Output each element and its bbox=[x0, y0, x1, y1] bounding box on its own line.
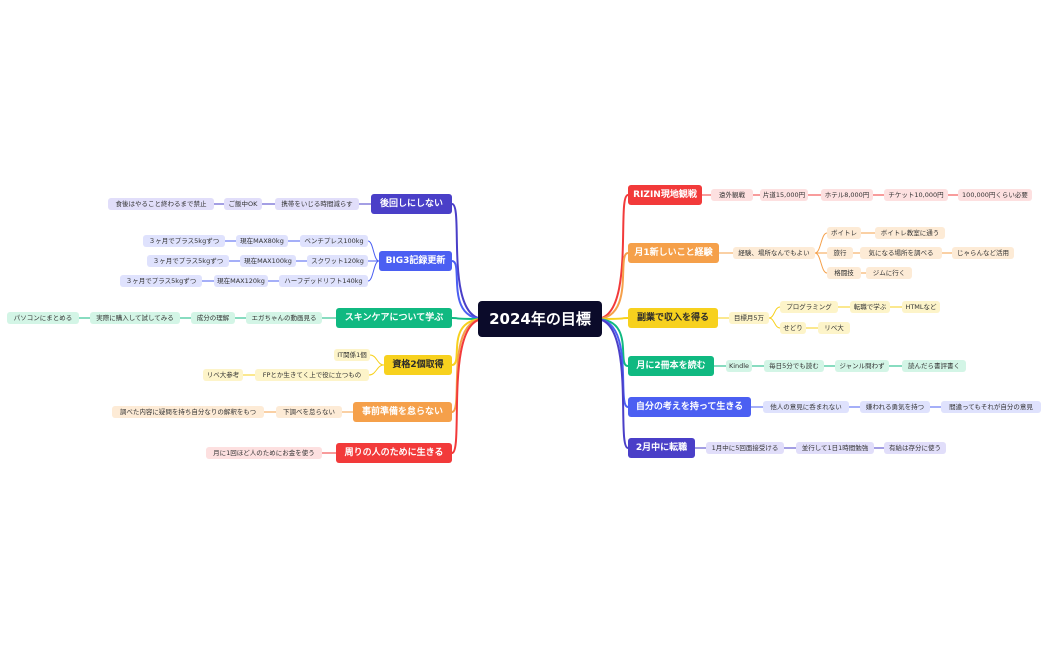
subtopic-node[interactable]: HTMLなど bbox=[902, 301, 940, 313]
connector-line bbox=[814, 232, 828, 254]
connector-line bbox=[768, 317, 781, 329]
branch-line bbox=[451, 260, 485, 320]
subtopic-node[interactable]: 現在MAX100kg bbox=[240, 255, 296, 267]
subtopic-node[interactable]: FPとか生きてく上で役に立つもの bbox=[255, 369, 369, 381]
subtopic-node[interactable]: ジャンル問わず bbox=[835, 360, 889, 372]
subtopic-node[interactable]: 転職で学ぶ bbox=[850, 301, 890, 313]
subtopic-node[interactable]: 下調べを怠らない bbox=[276, 406, 342, 418]
subtopic-node[interactable]: ホテル8,000円 bbox=[821, 189, 873, 201]
subtopic-node[interactable]: ３ヶ月でプラス5kgずつ bbox=[143, 235, 225, 247]
subtopic-node[interactable]: 実際に購入して試してみる bbox=[90, 312, 180, 324]
subtopic-node[interactable]: 毎日5分でも読む bbox=[764, 360, 824, 372]
branch-line bbox=[595, 318, 629, 449]
subtopic-node[interactable]: パソコンにまとめる bbox=[7, 312, 79, 324]
branch-line bbox=[595, 252, 629, 320]
main-topic-node[interactable]: RIZIN現地観戦 bbox=[628, 185, 702, 205]
connector-line bbox=[367, 260, 380, 282]
connector-line bbox=[814, 252, 828, 274]
subtopic-node[interactable]: 並行して1日1時間勉強 bbox=[796, 442, 874, 454]
main-topic-node[interactable]: 後回しにしない bbox=[371, 194, 452, 214]
main-topic-node[interactable]: BIG3記録更新 bbox=[379, 251, 452, 271]
branch-line bbox=[595, 317, 629, 320]
subtopic-node[interactable]: 嫌われる勇気を持つ bbox=[860, 401, 930, 413]
subtopic-node[interactable]: エガちゃんの動画見る bbox=[246, 312, 322, 324]
subtopic-node[interactable]: スクワット120kg bbox=[307, 255, 368, 267]
subtopic-node[interactable]: ハーフデッドリフト140kg bbox=[279, 275, 368, 287]
subtopic-node[interactable]: ３ヶ月でプラス5kgずつ bbox=[147, 255, 229, 267]
subtopic-node[interactable]: 遠外観戦 bbox=[711, 189, 753, 201]
main-topic-node[interactable]: 事前準備を怠らない bbox=[353, 402, 452, 422]
branch-line bbox=[451, 318, 485, 366]
subtopic-node[interactable]: 片道15,000円 bbox=[760, 189, 808, 201]
main-topic-node[interactable]: 副業で収入を得る bbox=[628, 308, 718, 328]
connector-line bbox=[768, 306, 781, 319]
main-topic-node[interactable]: 月1新しいこと経験 bbox=[628, 243, 719, 263]
subtopic-node[interactable]: 気になる場所を調べる bbox=[860, 247, 942, 259]
subtopic-node[interactable]: せどり bbox=[780, 322, 806, 334]
subtopic-node[interactable]: 格闘技 bbox=[827, 267, 861, 279]
subtopic-node[interactable]: ３ヶ月でプラス5kgずつ bbox=[120, 275, 202, 287]
connector-line bbox=[367, 240, 380, 262]
subtopic-node[interactable]: じゃらんなど活用 bbox=[952, 247, 1014, 259]
subtopic-node[interactable]: 有給は存分に使う bbox=[884, 442, 946, 454]
main-topic-node[interactable]: 周りの人のために生きる bbox=[336, 443, 452, 463]
central-topic[interactable]: 2024年の目標 bbox=[478, 301, 602, 337]
subtopic-node[interactable]: Kindle bbox=[726, 360, 752, 372]
subtopic-node[interactable]: ジムに行く bbox=[866, 267, 912, 279]
branch-line bbox=[595, 194, 629, 320]
subtopic-node[interactable]: 目標月5万 bbox=[729, 312, 769, 324]
subtopic-node[interactable]: ボイトレ bbox=[827, 227, 861, 239]
main-topic-node[interactable]: 自分の考えを持って生きる bbox=[628, 397, 751, 417]
connector-line bbox=[368, 364, 385, 376]
subtopic-node[interactable]: 他人の意見に呑まれない bbox=[763, 401, 849, 413]
connector-line bbox=[369, 354, 385, 366]
subtopic-node[interactable]: 携帯をいじる時間減らす bbox=[275, 198, 359, 210]
subtopic-node[interactable]: 間違ってもそれが自分の意見 bbox=[941, 401, 1041, 413]
main-topic-node[interactable]: スキンケアについて学ぶ bbox=[336, 308, 452, 328]
subtopic-node[interactable]: 1月中に5回面接受ける bbox=[706, 442, 784, 454]
subtopic-node[interactable]: プログラミング bbox=[780, 301, 838, 313]
subtopic-node[interactable]: 100,000円くらい必要 bbox=[958, 189, 1032, 201]
main-topic-node[interactable]: 資格2個取得 bbox=[384, 355, 452, 375]
subtopic-node[interactable]: チケット10,000円 bbox=[884, 189, 948, 201]
subtopic-node[interactable]: 月に1回ほど人のためにお金を使う bbox=[206, 447, 322, 459]
main-topic-node[interactable]: 2月中に転職 bbox=[628, 438, 695, 458]
subtopic-node[interactable]: ご飯中OK bbox=[224, 198, 262, 210]
subtopic-node[interactable]: ベンチプレス100kg bbox=[300, 235, 368, 247]
subtopic-node[interactable]: 食後はやること終わるまで禁止 bbox=[108, 198, 214, 210]
subtopic-node[interactable]: リベ大 bbox=[818, 322, 850, 334]
subtopic-node[interactable]: リベ大参考 bbox=[203, 369, 243, 381]
branch-line bbox=[451, 203, 485, 320]
subtopic-node[interactable]: 成分の理解 bbox=[191, 312, 235, 324]
main-topic-node[interactable]: 月に2冊本を読む bbox=[628, 356, 714, 376]
branch-line bbox=[451, 318, 485, 454]
subtopic-node[interactable]: 調べた内容に疑問を持ち自分なりの解釈をもつ bbox=[112, 406, 264, 418]
subtopic-node[interactable]: 現在MAX120kg bbox=[214, 275, 268, 287]
subtopic-node[interactable]: 読んだら書評書く bbox=[902, 360, 966, 372]
subtopic-node[interactable]: 旅行 bbox=[827, 247, 853, 259]
subtopic-node[interactable]: IT関係1個 bbox=[334, 349, 370, 361]
subtopic-node[interactable]: ボイトレ教室に通う bbox=[875, 227, 945, 239]
branch-line bbox=[451, 317, 485, 320]
subtopic-node[interactable]: 経験、場所なんでもよい bbox=[733, 247, 815, 259]
subtopic-node[interactable]: 現在MAX80kg bbox=[236, 235, 288, 247]
